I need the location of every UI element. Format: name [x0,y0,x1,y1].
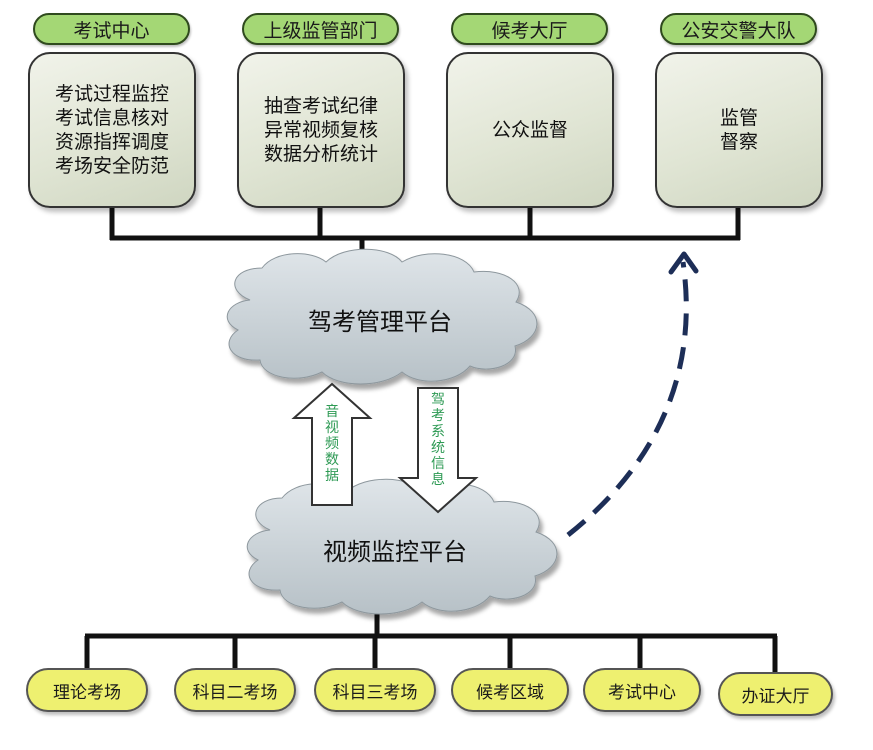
header-traffic-police: 公安交警大队 [660,13,817,45]
header-supervision-dept: 上级监管部门 [242,13,399,45]
up-arrow-label: 音 视 频 数 据 [322,404,342,484]
node-subject-two-exam-site: 科目二考场 [174,668,296,712]
up-arrow-label-char: 音 [325,404,339,420]
header-exam-center: 考试中心 [33,13,190,45]
box-waiting-hall-line: 公众监督 [491,119,568,141]
dashed-arrow-head [668,251,699,275]
box-supervision-dept: 抽查考试纪律 异常视频复核 数据分析统计 [237,52,405,208]
box-traffic-police: 监管 督察 [655,52,823,208]
box-exam-center: 考试过程监控 考试信息核对 资源指挥调度 考场安全防范 [28,52,196,208]
bottom-connector-tree [84,612,778,674]
down-arrow-label-char: 驾 [431,392,445,408]
box-supervision-dept-line: 抽查考试纪律 [263,95,378,117]
cloud-label-video-monitoring-platform: 视频监控平台 [323,538,467,566]
dashed-arrow-curve [566,261,689,537]
up-arrow-label-char: 频 [325,436,339,452]
header-waiting-hall: 候考大厅 [451,13,608,45]
node-waiting-area: 候考区域 [451,668,569,712]
box-exam-center-line: 考场安全防范 [54,155,169,177]
up-arrow-label-char: 数 [325,452,339,468]
down-arrow-label-char: 统 [431,440,445,456]
up-arrow-label-char: 据 [325,468,339,484]
box-traffic-police-line: 督察 [719,131,758,153]
down-arrow-label-char: 息 [431,472,445,488]
box-traffic-police-line: 监管 [719,107,758,129]
node-exam-center: 考试中心 [583,668,701,712]
down-arrow-label: 驾 考 系 统 信 息 [428,392,448,488]
box-exam-center-line: 考试信息核对 [54,107,169,129]
down-arrow-label-char: 信 [431,456,445,472]
upper-cloud-shape [226,248,538,385]
node-theory-exam-room: 理论考场 [26,668,148,712]
box-supervision-dept-line: 数据分析统计 [263,143,378,165]
down-arrow-shape [397,387,479,514]
down-arrow-label-char: 考 [431,408,445,424]
down-arrow-label-char: 系 [431,424,445,440]
cloud-label-exam-management-platform: 驾考管理平台 [308,308,452,336]
box-waiting-hall: 公众监督 [446,52,614,208]
box-supervision-dept-line: 异常视频复核 [263,119,378,141]
up-arrow-shape [291,382,373,506]
node-subject-three-exam-site: 科目三考场 [314,668,436,712]
box-exam-center-line: 考试过程监控 [54,83,169,105]
box-exam-center-line: 资源指挥调度 [54,131,169,153]
up-arrow-label-char: 视 [325,420,339,436]
node-license-hall: 办证大厅 [718,672,833,716]
